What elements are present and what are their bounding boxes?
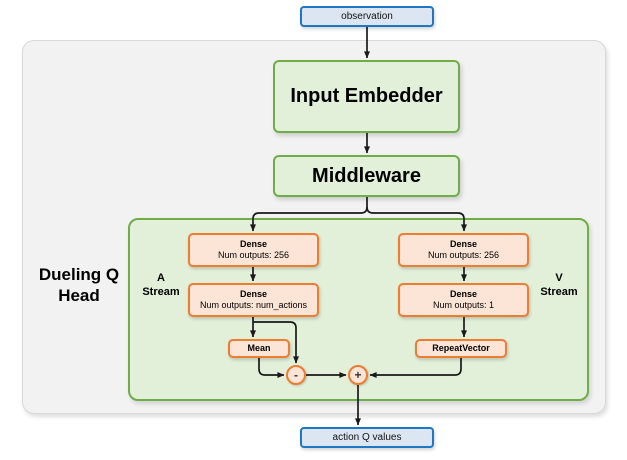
add-operator-icon[interactable]: + <box>348 365 368 385</box>
subtract-operator-icon[interactable]: - <box>286 365 306 385</box>
a-stream-label-line1: A <box>157 271 165 284</box>
middleware-block[interactable]: Middleware <box>273 155 460 197</box>
a-stream-mean-title: Mean <box>247 342 271 353</box>
input-observation-node[interactable]: observation <box>300 6 434 27</box>
v-stream-label-line2: Stream <box>540 286 578 298</box>
a-stream-dense-1[interactable]: Dense Num outputs: 256 <box>188 233 319 267</box>
a-stream-mean-layer[interactable]: Mean <box>228 339 290 358</box>
v-stream-label: V Stream <box>533 263 585 307</box>
v-stream-dense-2[interactable]: Dense Num outputs: 1 <box>398 283 529 317</box>
v-stream-repeat-vector-title: RepeatVector <box>432 342 490 353</box>
v-stream-dense-2-subtitle: Num outputs: 1 <box>432 300 495 310</box>
dueling-q-head-label-line2: Head <box>58 286 100 305</box>
a-stream-dense-1-title: Dense <box>239 238 267 249</box>
input-embedder-block[interactable]: Input Embedder <box>273 60 460 133</box>
v-stream-dense-1-subtitle: Num outputs: 256 <box>427 250 500 260</box>
v-stream-repeat-vector-layer[interactable]: RepeatVector <box>415 339 507 358</box>
a-stream-dense-1-subtitle: Num outputs: 256 <box>217 250 290 260</box>
a-stream-label: A Stream <box>136 263 186 307</box>
v-stream-label-line1: V <box>555 271 563 284</box>
dueling-q-head-label: Dueling Q Head <box>30 255 128 315</box>
a-stream-dense-2-subtitle: Num outputs: num_actions <box>199 300 308 310</box>
dueling-q-head-label-line1: Dueling Q <box>38 264 120 284</box>
output-action-q-values-node[interactable]: action Q values <box>300 427 434 448</box>
v-stream-dense-1-title: Dense <box>449 238 477 249</box>
a-stream-dense-2-title: Dense <box>239 288 267 299</box>
v-stream-dense-1[interactable]: Dense Num outputs: 256 <box>398 233 529 267</box>
a-stream-dense-2[interactable]: Dense Num outputs: num_actions <box>188 283 319 317</box>
a-stream-label-line2: Stream <box>142 286 180 298</box>
v-stream-dense-2-title: Dense <box>449 288 477 299</box>
